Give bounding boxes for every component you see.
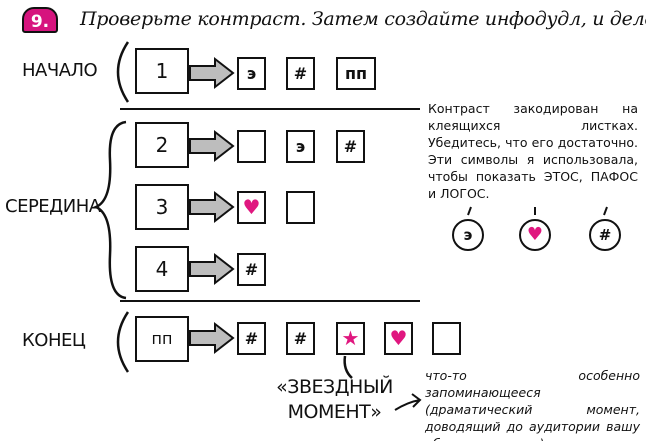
star-pointer — [343, 355, 353, 379]
hash-symbol: # — [589, 219, 621, 251]
star-icon: ★ — [336, 322, 365, 355]
empty-box — [286, 191, 315, 224]
arrow-icon — [189, 321, 235, 355]
middle-label: СЕРЕДИНА — [5, 196, 101, 217]
start-paren — [116, 41, 130, 103]
arrow-icon — [189, 129, 235, 163]
contrast-note: Контраст закодирован на клеящихся листка… — [428, 101, 638, 201]
star-moment-note: что-то особенно запоминающееся (драматич… — [425, 368, 640, 441]
middle-brace — [92, 120, 127, 300]
end-main-box: пп — [135, 316, 189, 362]
ethos-box: э — [286, 130, 315, 163]
middle-box-2: 2 — [135, 122, 189, 168]
logos-box: # — [237, 322, 266, 355]
star-moment-line2: МОМЕНТ» — [287, 401, 382, 423]
star-note-arrow-icon — [394, 393, 422, 411]
heart-icon: ♥ — [237, 191, 266, 224]
pp-box: пп — [336, 57, 376, 90]
star-moment-label: «ЗВЕЗДНЫЙ МОМЕНТ» — [272, 375, 397, 425]
ethos-symbol: э — [452, 219, 484, 251]
divider — [120, 300, 420, 302]
arrow-icon — [189, 252, 235, 286]
heart-icon: ♥ — [519, 219, 551, 251]
middle-box-4: 4 — [135, 246, 189, 292]
end-label: КОНЕЦ — [22, 330, 86, 351]
start-main-box: 1 — [135, 48, 189, 94]
empty-box — [237, 130, 266, 163]
star-moment-line1: «ЗВЕЗДНЫЙ — [276, 376, 393, 398]
logos-box: # — [286, 57, 315, 90]
end-paren — [116, 311, 130, 373]
logos-box: # — [336, 130, 365, 163]
ethos-box: э — [237, 57, 266, 90]
page-title: Проверьте контраст. Затем создайте инфод… — [80, 8, 646, 30]
logos-box: # — [237, 253, 266, 286]
empty-box — [432, 322, 461, 355]
middle-box-3: 3 — [135, 184, 189, 230]
arrow-icon — [189, 190, 235, 224]
start-label: НАЧАЛО — [22, 60, 98, 81]
logos-box: # — [286, 322, 315, 355]
heart-icon: ♥ — [384, 322, 413, 355]
step-badge: 9. — [22, 7, 58, 33]
arrow-icon — [189, 56, 235, 90]
divider — [120, 108, 420, 110]
